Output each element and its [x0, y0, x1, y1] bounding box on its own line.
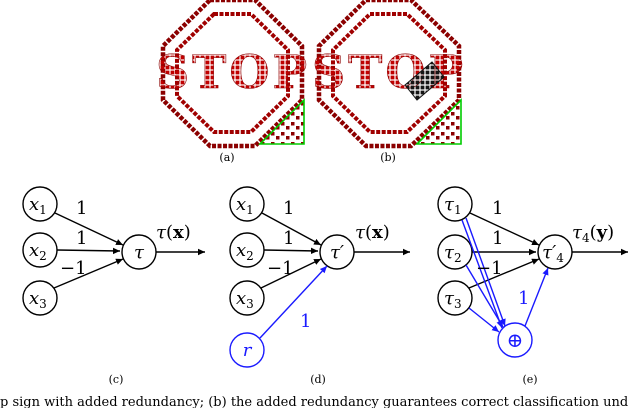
redundancy-patch-b — [415, 98, 462, 145]
input-label-e-1: τ1 — [444, 194, 462, 217]
redundancy-node-d — [229, 332, 265, 368]
figure-caption: p sign with added redundancy; (b) the ad… — [0, 395, 628, 408]
input-label-c-2: x2 — [29, 240, 47, 263]
input-label-d-2: x2 — [236, 240, 254, 263]
caption-label-e: (e) — [522, 373, 537, 386]
output-label-d: τ(x) — [355, 222, 390, 243]
caption-label-b: (b) — [380, 151, 396, 164]
xor-weight-e: 1 — [518, 288, 529, 309]
redundancy-edge-d — [259, 265, 328, 339]
redundancy-patch-a — [258, 98, 305, 145]
input-label-c-1: x1 — [29, 194, 47, 217]
input-node-d-3 — [229, 280, 265, 316]
input-node-c-1 — [22, 186, 58, 222]
output-label-e: τ4(y) — [572, 222, 614, 245]
node-label-d: τ′ — [330, 242, 344, 263]
xor-edge-e-1b — [465, 217, 506, 327]
redundancy-weight-d: 1 — [300, 311, 311, 332]
edge-e-3 — [468, 258, 540, 289]
stop-sign-text-b: STOP — [312, 45, 466, 99]
weight-label-c-1: 1 — [76, 198, 87, 219]
xor-branch-e — [461, 217, 549, 358]
caption-label-c: (c) — [109, 373, 124, 386]
weight-label-d-3: −1 — [267, 258, 294, 279]
weight-label-e-2: 1 — [492, 228, 503, 249]
input-node-c-3 — [22, 280, 58, 316]
redundancy-label-d: r — [243, 340, 253, 361]
caption-label-a: (a) — [219, 151, 234, 164]
edge-c-1 — [54, 212, 124, 246]
node-label-c: τ — [134, 242, 145, 263]
redundancy-branch-d — [229, 265, 328, 368]
network-e — [437, 186, 628, 316]
weight-label-c-3: −1 — [60, 258, 87, 279]
xor-label-e: ⊕ — [507, 328, 524, 352]
node-label-e: τ′4 — [542, 242, 564, 265]
stop-sign-text-a: STOP — [156, 45, 310, 99]
edge-c-2 — [56, 247, 121, 255]
edge-c-3 — [53, 258, 124, 289]
weight-label-e-3: −1 — [476, 258, 503, 279]
input-node-e-1 — [437, 186, 473, 222]
edge-e-1 — [469, 212, 540, 246]
network-c — [22, 186, 205, 316]
edge-d-1 — [261, 212, 322, 246]
weight-label-e-1: 1 — [492, 198, 503, 219]
xor-node-e — [497, 322, 533, 358]
input-node-e-3 — [437, 280, 473, 316]
network-d — [229, 186, 410, 316]
xor-output-edge-e — [524, 267, 549, 327]
stop-sign-a: STOP — [156, 0, 310, 149]
weight-label-d-2: 1 — [283, 228, 294, 249]
xor-edge-e-3 — [468, 307, 500, 333]
xor-edge-e-2 — [465, 264, 504, 328]
weight-label-d-1: 1 — [283, 198, 294, 219]
stop-sign-b: STOP — [312, 0, 466, 149]
edge-d-3 — [260, 258, 322, 289]
input-label-d-1: x1 — [236, 194, 254, 217]
input-label-e-3: τ3 — [444, 288, 462, 311]
weight-label-c-2: 1 — [76, 228, 87, 249]
input-label-d-3: x3 — [236, 288, 254, 311]
output-label-c: τ(x) — [156, 222, 191, 243]
caption-label-d: (d) — [310, 373, 326, 386]
input-label-c-3: x3 — [29, 288, 47, 311]
input-label-e-2: τ2 — [444, 242, 462, 265]
adversarial-sticker — [404, 61, 445, 101]
input-node-d-1 — [229, 186, 265, 222]
xor-edge-e-1a — [461, 219, 503, 329]
edge-d-2 — [263, 247, 319, 255]
